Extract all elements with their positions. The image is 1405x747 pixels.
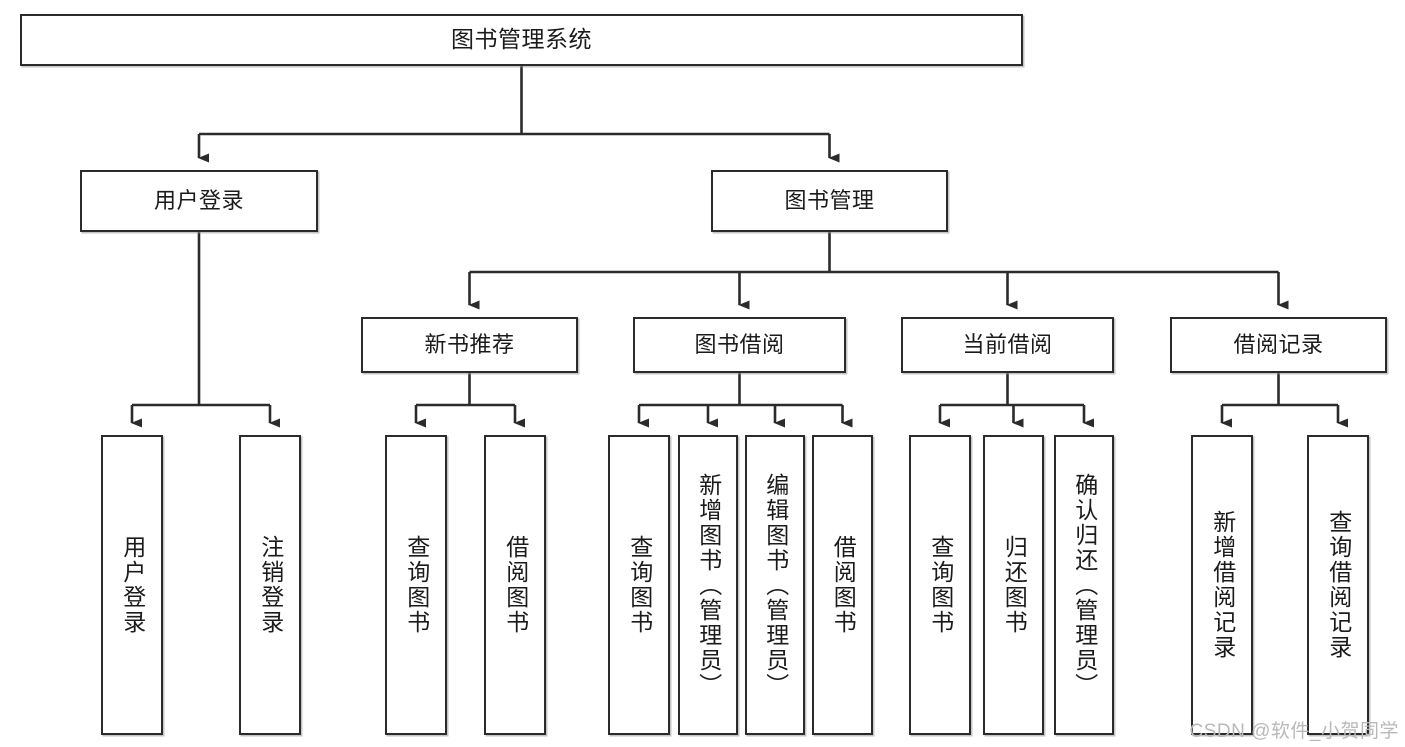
node-leaf-add-book[interactable]: 新增图书（管理员） <box>678 435 738 735</box>
node-leaf-logout-label: 注销登录 <box>257 535 284 635</box>
node-leaf-query-book-rec-label: 查询图书 <box>403 535 430 635</box>
node-book-borrow[interactable]: 图书借阅 <box>633 317 846 373</box>
node-current-borrow[interactable]: 当前借阅 <box>901 317 1114 373</box>
node-leaf-add-record[interactable]: 新增借阅记录 <box>1191 435 1253 735</box>
node-leaf-add-record-label: 新增借阅记录 <box>1209 510 1236 660</box>
node-leaf-return-book-label: 归还图书 <box>1001 535 1028 635</box>
node-new-book-recommend-label: 新书推荐 <box>424 332 515 358</box>
node-root[interactable]: 图书管理系统 <box>20 14 1023 66</box>
node-leaf-borrow-book-rec-label: 借阅图书 <box>502 535 529 635</box>
node-leaf-query-book-borrow[interactable]: 查询图书 <box>608 435 670 735</box>
node-borrow-record[interactable]: 借阅记录 <box>1170 317 1387 373</box>
node-leaf-logout[interactable]: 注销登录 <box>239 435 301 735</box>
node-book-management-label: 图书管理 <box>784 188 875 214</box>
node-root-label: 图书管理系统 <box>451 26 592 53</box>
node-user-login-label: 用户登录 <box>153 188 244 214</box>
node-book-borrow-label: 图书借阅 <box>694 332 785 358</box>
node-leaf-query-book-current-label: 查询图书 <box>927 535 954 635</box>
node-leaf-query-book-borrow-label: 查询图书 <box>626 535 653 635</box>
watermark-text: CSDN @软件_小贺同学 <box>1189 721 1399 742</box>
node-leaf-return-book[interactable]: 归还图书 <box>983 435 1044 735</box>
node-leaf-edit-book-label: 编辑图书（管理员） <box>762 472 789 698</box>
node-leaf-confirm-return-label: 确认归还（管理员） <box>1071 472 1098 698</box>
node-leaf-query-record-label: 查询借阅记录 <box>1325 510 1352 660</box>
node-leaf-add-book-label: 新增图书（管理员） <box>695 472 722 698</box>
node-leaf-query-record[interactable]: 查询借阅记录 <box>1307 435 1369 735</box>
node-leaf-query-book-current[interactable]: 查询图书 <box>909 435 971 735</box>
node-leaf-borrow-book[interactable]: 借阅图书 <box>812 435 873 735</box>
node-leaf-borrow-book-label: 借阅图书 <box>830 535 857 635</box>
node-leaf-user-login-label: 用户登录 <box>119 535 146 635</box>
node-new-book-recommend[interactable]: 新书推荐 <box>361 317 578 373</box>
node-leaf-query-book-rec[interactable]: 查询图书 <box>385 435 447 735</box>
node-leaf-confirm-return[interactable]: 确认归还（管理员） <box>1054 435 1114 735</box>
node-borrow-record-label: 借阅记录 <box>1233 332 1324 358</box>
node-leaf-edit-book[interactable]: 编辑图书（管理员） <box>745 435 805 735</box>
node-leaf-borrow-book-rec[interactable]: 借阅图书 <box>484 435 546 735</box>
node-user-login[interactable]: 用户登录 <box>80 170 318 232</box>
node-leaf-user-login[interactable]: 用户登录 <box>101 435 163 735</box>
node-book-management[interactable]: 图书管理 <box>711 170 948 232</box>
node-current-borrow-label: 当前借阅 <box>962 332 1053 358</box>
